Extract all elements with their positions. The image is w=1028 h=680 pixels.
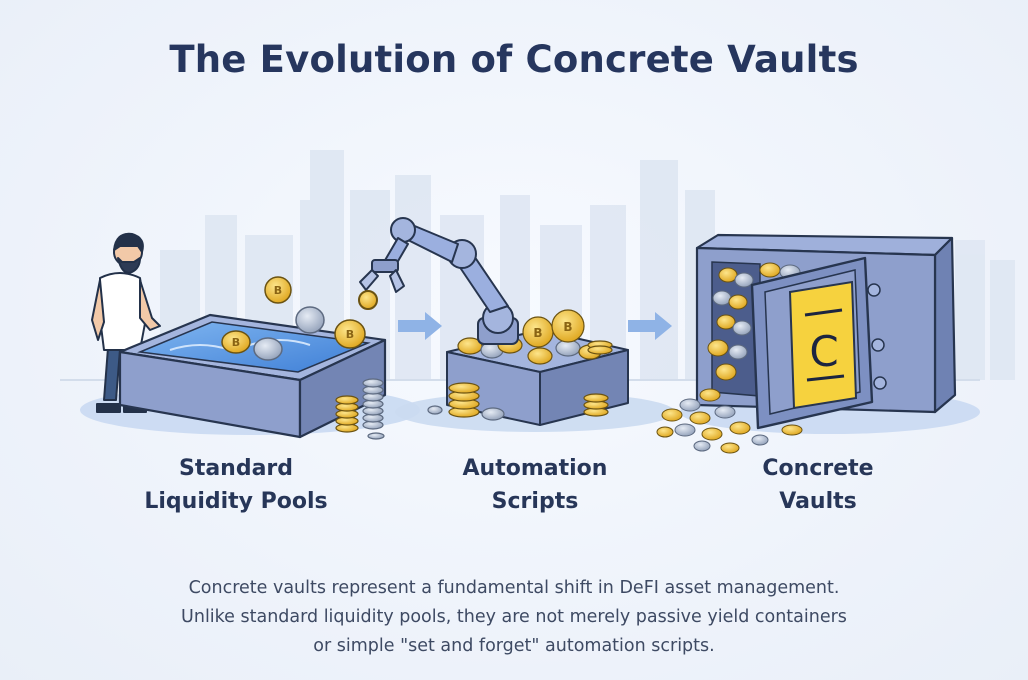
arrow-right-icon bbox=[398, 312, 442, 340]
stage-label-concrete-vaults: Concrete Vaults bbox=[708, 452, 928, 518]
stage-label-line: Vaults bbox=[779, 489, 857, 514]
description-line: or simple "set and forget" automation sc… bbox=[313, 636, 715, 656]
stage-label-line: Concrete bbox=[762, 456, 874, 481]
stage-label-line: Liquidity Pools bbox=[144, 489, 328, 514]
svg-text:B: B bbox=[274, 284, 282, 297]
description-line: Unlike standard liquidity pools, they ar… bbox=[181, 607, 847, 627]
vault-safe-illustration: C bbox=[656, 233, 957, 454]
vault-logo-letter: C bbox=[809, 327, 838, 376]
stage-label-automation-scripts: Automation Scripts bbox=[420, 452, 650, 518]
svg-text:B: B bbox=[346, 328, 354, 341]
liquidity-pool-illustration: B B B bbox=[91, 232, 387, 440]
svg-text:B: B bbox=[563, 320, 572, 334]
description-paragraph: Concrete vaults represent a fundamental … bbox=[114, 574, 914, 661]
description-line: Concrete vaults represent a fundamental … bbox=[188, 578, 840, 598]
svg-text:B: B bbox=[533, 326, 542, 340]
stage-label-liquidity-pools: Standard Liquidity Pools bbox=[120, 452, 352, 518]
stage-label-line: Standard bbox=[178, 456, 294, 481]
arrow-right-icon bbox=[628, 312, 672, 340]
svg-text:B: B bbox=[232, 336, 240, 349]
page-title: The Evolution of Concrete Vaults bbox=[169, 38, 859, 81]
person-figure bbox=[91, 232, 161, 413]
stage-label-line: Scripts bbox=[491, 489, 579, 514]
stage-label-line: Automation bbox=[462, 456, 608, 481]
